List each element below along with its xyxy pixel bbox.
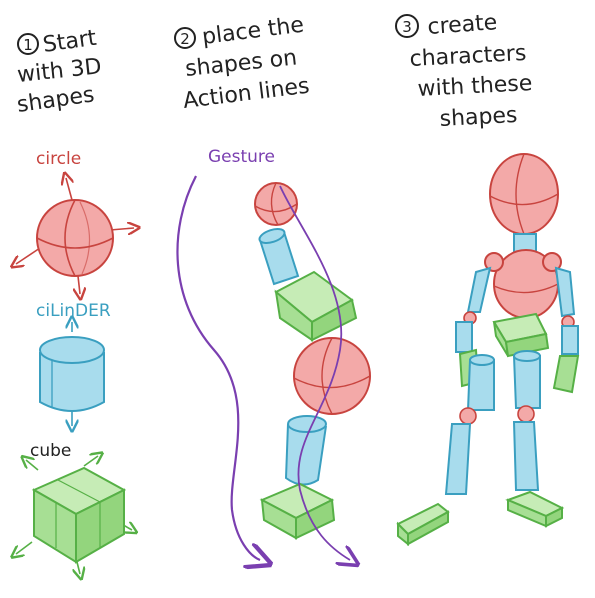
step-1-line-1: Start — [41, 26, 98, 58]
gesture-line — [176, 175, 260, 560]
step-2-number-circle — [174, 27, 196, 49]
cube-shape — [16, 456, 132, 574]
cylinder-shape — [39, 322, 105, 426]
gesture-label: Gesture — [208, 147, 275, 167]
step-2-line-1: place the — [201, 13, 306, 50]
step-1-number: 1 — [23, 36, 33, 54]
step-3-number: 3 — [402, 18, 412, 36]
step-3-line-2: characters — [409, 41, 527, 72]
step-2-heading: 2 place the shapes on Action lines — [174, 13, 311, 114]
sphere-shape — [16, 178, 134, 294]
cube-label: cube — [30, 441, 71, 461]
step-1-line-3: shapes — [15, 82, 96, 118]
step-3-line-3: with these — [417, 71, 533, 102]
character-figure — [396, 153, 580, 547]
step-3-line-1: create — [427, 10, 498, 40]
posed-figure — [254, 182, 371, 560]
cylinder-label: ciLinDER — [36, 301, 111, 321]
circle-label: circle — [36, 149, 81, 169]
step-1-heading: 1 Start with 3D shapes — [15, 26, 102, 118]
step-3-number-circle — [395, 14, 419, 38]
step-1-number-circle — [17, 33, 39, 55]
step-3-line-4: shapes — [439, 103, 518, 132]
step-3-heading: 3 create characters with these shapes — [395, 10, 533, 132]
step-2-number: 2 — [180, 30, 190, 48]
